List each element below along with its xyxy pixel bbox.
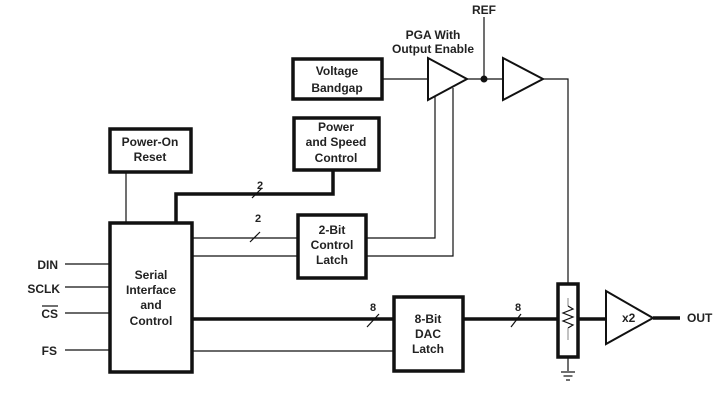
power-speed-control-block: Power and Speed Control xyxy=(292,116,381,172)
bus-slash xyxy=(249,231,261,243)
block-label: Control xyxy=(315,151,358,165)
control-latch-block: 2-Bit Control Latch xyxy=(296,213,368,280)
voltage-bandgap-block: Voltage Bandgap xyxy=(291,57,384,101)
dac-latch-block: 8-Bit DAC Latch xyxy=(392,295,465,373)
pin-sclk: SCLK xyxy=(27,282,60,296)
gain-label: x2 xyxy=(622,311,636,325)
ground-icon xyxy=(561,371,575,381)
block-label: Serial xyxy=(135,268,168,282)
pga-label: Output Enable xyxy=(392,42,474,56)
block-label: DAC xyxy=(415,327,441,341)
bus-slash xyxy=(366,313,380,328)
resistor-icon xyxy=(561,305,575,329)
wire-latch-pga-2 xyxy=(366,88,454,257)
bus-width-label: 8 xyxy=(370,302,376,314)
reference-buffer-icon xyxy=(502,56,546,102)
block-label: 2-Bit xyxy=(319,223,346,237)
power-on-reset-block: Power-On Reset xyxy=(108,127,193,174)
block-label: Voltage xyxy=(316,64,359,78)
block-label: Reset xyxy=(134,150,167,164)
block-label: Control xyxy=(130,314,173,328)
wire-buffer-resistor xyxy=(543,78,569,283)
block-label: Latch xyxy=(316,253,348,267)
resistor-string xyxy=(556,282,580,359)
block-label: and Speed xyxy=(306,135,367,149)
pin-out: OUT xyxy=(687,311,713,325)
bus-power-speed xyxy=(174,171,335,223)
ref-label: REF xyxy=(472,3,496,17)
block-label: Interface xyxy=(126,283,176,297)
block-label: 8-Bit xyxy=(415,312,442,326)
output-amplifier-icon xyxy=(605,289,656,346)
bus-width-label: 2 xyxy=(255,213,261,225)
pin-cs: CS xyxy=(41,307,58,321)
output-amplifier: x2 xyxy=(605,289,656,346)
bus-slash xyxy=(510,313,522,328)
block-label: Bandgap xyxy=(311,81,362,95)
pin-fs: FS xyxy=(42,344,57,358)
block-label: Power-On xyxy=(122,135,179,149)
pga-label: PGA With xyxy=(406,28,461,42)
block-label: Control xyxy=(311,238,354,252)
block-label: Latch xyxy=(412,342,444,356)
pga-amplifier-icon xyxy=(427,56,470,102)
bus-width-label: 8 xyxy=(515,302,521,314)
wire-latch-pga-1 xyxy=(366,96,436,239)
block-label: Power xyxy=(318,120,354,134)
block-label: and xyxy=(140,298,161,312)
pin-din: DIN xyxy=(37,258,58,272)
serial-interface-block: Serial Interface and Control xyxy=(108,221,194,374)
ref-junction-dot xyxy=(480,75,488,83)
bus-width-label: 2 xyxy=(257,180,263,192)
bus-slash xyxy=(251,187,263,199)
